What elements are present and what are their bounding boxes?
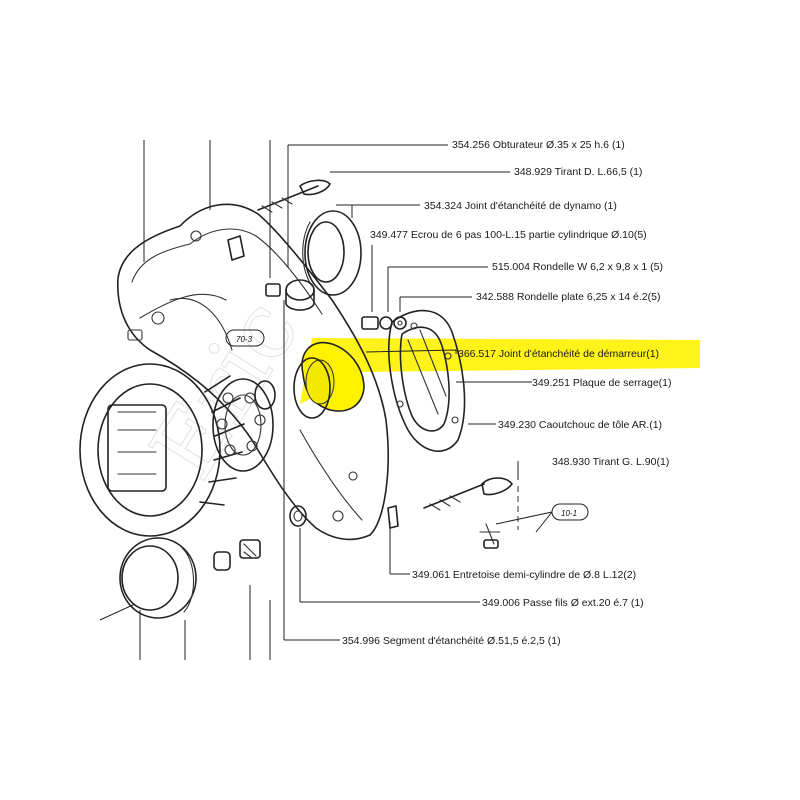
part-label-349-006: 349.006 Passe fils Ø ext.20 é.7 (1) [482, 597, 644, 609]
part-label-349-251: 349.251 Plaque de serrage(1) [532, 377, 672, 389]
tie-rod-348-930 [423, 477, 513, 549]
part-label-342-588: 342.588 Rondelle plate 6,25 x 14 é.2(5) [476, 291, 660, 303]
part-label-349-061: 349.061 Entretoise demi-cylindre de Ø.8 … [412, 569, 636, 581]
part-label-348-930: 348.930 Tirant G. L.90(1) [552, 456, 669, 468]
parts-legend: 354.256 Obturateur Ø.35 x 25 h.6 (1) 348… [342, 139, 672, 647]
spacers-grommet [227, 235, 399, 529]
port-ellipse [293, 357, 331, 419]
part-label-354-324: 354.324 Joint d'étanchéité de dynamo (1) [424, 200, 617, 212]
part-label-354-996: 354.996 Segment d'étanchéité Ø.51,5 é.2,… [342, 635, 561, 647]
part-label-349-230: 349.230 Caoutchouc de tôle AR.(1) [498, 419, 662, 431]
leader-lines [99, 140, 532, 660]
part-label-515-004: 515.004 Rondelle W 6,2 x 9,8 x 1 (5) [492, 261, 663, 273]
clamp-plate-rubber [388, 309, 466, 452]
nuts-washers [361, 316, 407, 330]
part-label-354-256: 354.256 Obturateur Ø.35 x 25 h.6 (1) [452, 139, 625, 151]
ref-badge-70-3: 70-3 [236, 335, 253, 344]
part-label-366-517: 366.517 Joint d'étanchéité de démarreur(… [458, 348, 659, 360]
part-label-349-477: 349.477 Ecrou de 6 pas 100-L.15 partie c… [370, 229, 647, 241]
housing-plate [117, 203, 389, 541]
part-label-348-929: 348.929 Tirant D. L.66,5 (1) [514, 166, 642, 178]
fan-rotor [79, 363, 276, 537]
small-bolts [213, 539, 261, 571]
plug-354-256 [285, 279, 315, 311]
tie-rod-348-929 [257, 179, 331, 213]
dynamo-seal-354-324 [302, 210, 362, 296]
ref-badge-10-1: 10-1 [561, 509, 577, 518]
seal-ring-354-996 [119, 537, 197, 619]
